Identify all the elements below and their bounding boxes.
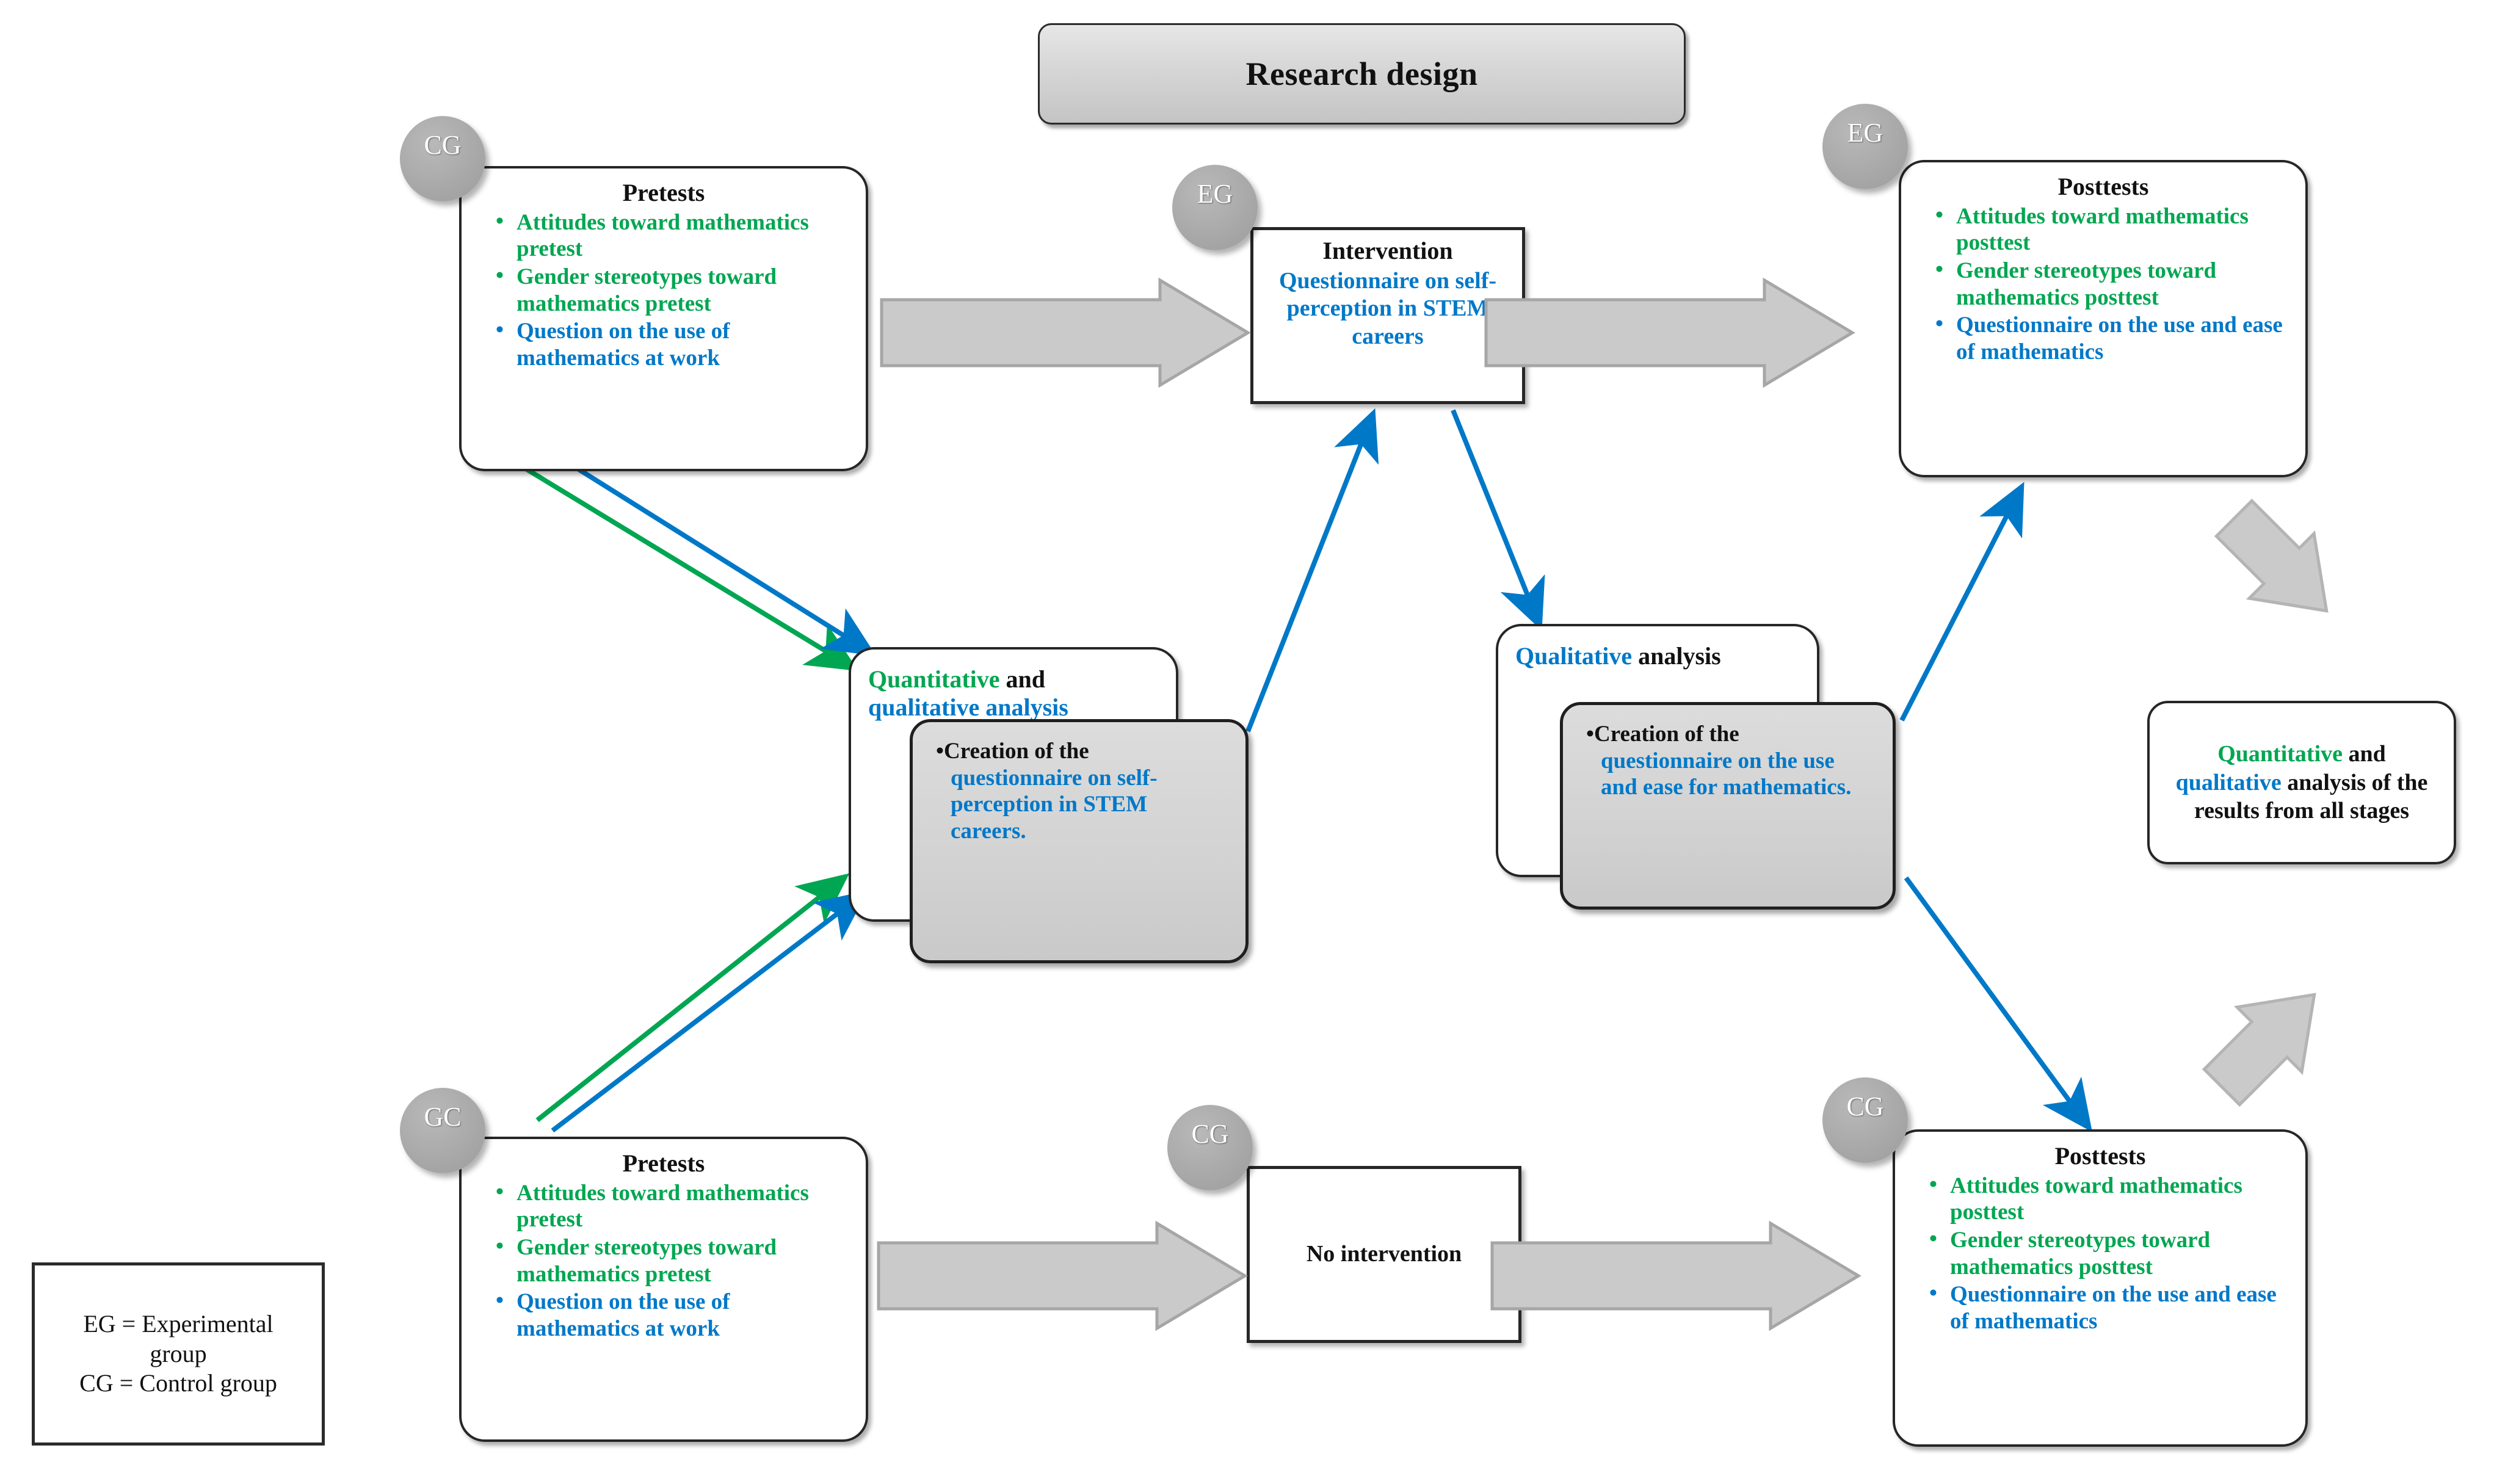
list-item: Question on the use of mathematics at wo… <box>496 317 850 371</box>
stage-box-cg-pretests[interactable]: Pretests Attitudes toward mathematics pr… <box>459 1137 868 1442</box>
cg-posttests-bullet-list: Attitudes toward mathematics posttest Ge… <box>1895 1171 2305 1335</box>
arrow-right-analysis-to-eg-posttests <box>1899 482 2025 722</box>
final-results-box[interactable]: Quantitative and qualitative analysis of… <box>2147 701 2456 864</box>
right-analysis-bullet: •Creation of the questionnaire on the us… <box>1586 722 1852 800</box>
list-item: Attitudes toward mathematics pretest <box>496 1179 850 1233</box>
block-arrow-intervention-to-eg-posttests <box>1484 278 1855 388</box>
block-arrow-eg-posttests-to-results <box>2214 498 2329 613</box>
badge-cg-pretests: GC <box>400 1088 485 1173</box>
badge-eg-posttests: EG <box>1822 104 1908 189</box>
list-item: Gender stereotypes toward mathematics pr… <box>496 1233 850 1287</box>
block-arrow-no-intervention-to-cg-posttests <box>1490 1221 1861 1331</box>
left-analysis-bullet-highlight: questionnaire on self-perception in STEM… <box>951 765 1158 844</box>
arrow-left-analysis-to-intervention <box>1245 408 1379 733</box>
page-title: Research design <box>1245 56 1478 92</box>
right-analysis-title-qualitative: Qualitative <box>1515 642 1633 670</box>
list-item: Gender stereotypes toward mathematics pr… <box>496 262 850 317</box>
badge-intervention: EG <box>1172 165 1258 250</box>
stage-box-no-intervention[interactable]: No intervention <box>1247 1166 1521 1343</box>
cg-pretests-title: Pretests <box>622 1149 705 1177</box>
legend-line-eg-cont: group <box>150 1339 207 1367</box>
cg-posttests-title: Posttests <box>2054 1142 2146 1170</box>
block-arrow-cg-posttests-to-results <box>2202 993 2316 1107</box>
legend-box: EG = Experimental group CG = Control gro… <box>32 1262 325 1446</box>
badge-eg-pretests: CG <box>400 116 485 201</box>
right-analysis-bullet-lead: Creation of the <box>1593 722 1739 747</box>
arrow-right-analysis-to-cg-posttests <box>1904 876 2093 1132</box>
left-analysis-bullet-lead: Creation of the <box>943 739 1089 764</box>
left-analysis-title-and: and <box>999 665 1046 693</box>
arrow-cg-pretest-to-left-analysis-green <box>535 873 850 1123</box>
no-intervention-title: No intervention <box>1306 1241 1462 1267</box>
legend-line-eg: EG = Experimental <box>83 1309 274 1337</box>
final-results-qualitative: qualitative <box>2175 769 2282 795</box>
stage-box-intervention[interactable]: Intervention Questionnaire on self-perce… <box>1250 227 1525 404</box>
right-analysis-title: Qualitative analysis <box>1498 626 1817 670</box>
list-item: Gender stereotypes toward mathematics po… <box>1935 256 2289 311</box>
block-arrow-eg-pretest-to-intervention <box>880 278 1251 388</box>
arrow-eg-pretest-to-left-analysis-blue <box>551 451 877 656</box>
badge-label: CG <box>424 130 462 160</box>
final-results-and: and <box>2343 741 2386 767</box>
legend-line-cg: CG = Control group <box>79 1369 277 1397</box>
gray-subbox-right-analysis-body: •Creation of the questionnaire on the us… <box>1563 705 1893 801</box>
arrow-intervention-to-right-analysis <box>1451 409 1545 631</box>
final-results-tail: analysis of the results from all stages <box>2194 769 2428 824</box>
right-analysis-bullet-highlight: questionnaire on the use and ease for ma… <box>1601 748 1852 800</box>
badge-label: CG <box>1846 1091 1884 1121</box>
gray-subbox-right-analysis[interactable]: •Creation of the questionnaire on the us… <box>1560 702 1896 910</box>
final-results-quantitative: Quantitative <box>2217 741 2343 767</box>
left-analysis-title-quantitative: Quantitative <box>868 665 1000 693</box>
list-item: Attitudes toward mathematics pretest <box>496 208 850 262</box>
eg-pretests-title: Pretests <box>622 179 705 206</box>
diagram-title-banner: Research design <box>1038 23 1686 125</box>
final-results-text: Quantitative and qualitative analysis of… <box>2164 740 2439 825</box>
eg-posttests-title: Posttests <box>2057 173 2149 200</box>
intervention-body: Questionnaire on self-perception in STEM… <box>1278 267 1497 349</box>
badge-label: EG <box>1847 118 1883 148</box>
stage-box-eg-pretests[interactable]: Pretests Attitudes toward mathematics pr… <box>459 166 868 471</box>
badge-cg-posttests: CG <box>1822 1077 1908 1163</box>
cg-pretests-bullet-list: Attitudes toward mathematics pretest Gen… <box>462 1179 866 1342</box>
arrow-eg-pretest-to-left-analysis-green <box>514 460 859 671</box>
stage-box-eg-posttests[interactable]: Posttests Attitudes toward mathematics p… <box>1899 160 2308 477</box>
gray-subbox-left-analysis[interactable]: •Creation of the questionnaire on self-p… <box>910 719 1249 963</box>
badge-label: EG <box>1197 179 1233 209</box>
list-item: Questionnaire on the use and ease of mat… <box>1929 1280 2289 1334</box>
badge-label: CG <box>1191 1119 1229 1149</box>
arrow-cg-pretest-to-left-analysis-blue <box>551 890 868 1133</box>
block-arrow-cg-pretest-to-no-intervention <box>877 1221 1248 1331</box>
badge-no-intervention: CG <box>1167 1105 1253 1190</box>
eg-posttests-bullet-list: Attitudes toward mathematics posttest Ge… <box>1901 202 2305 366</box>
list-item: Gender stereotypes toward mathematics po… <box>1929 1226 2289 1280</box>
intervention-title: Intervention <box>1322 237 1453 264</box>
gray-subbox-left-analysis-body: •Creation of the questionnaire on self-p… <box>913 722 1245 845</box>
left-analysis-title-qualitative: qualitative analysis <box>868 693 1068 722</box>
list-item: Attitudes toward mathematics posttest <box>1929 1171 2289 1226</box>
badge-label: GC <box>424 1102 462 1132</box>
stage-box-cg-posttests[interactable]: Posttests Attitudes toward mathematics p… <box>1893 1129 2308 1447</box>
right-analysis-title-analysis: analysis <box>1632 642 1721 670</box>
left-analysis-title: Quantitative and qualitative analysis <box>851 650 1176 722</box>
list-item: Questionnaire on the use and ease of mat… <box>1935 311 2289 365</box>
left-analysis-bullet: •Creation of the questionnaire on self-p… <box>936 739 1158 844</box>
eg-pretests-bullet-list: Attitudes toward mathematics pretest Gen… <box>462 208 866 372</box>
list-item: Question on the use of mathematics at wo… <box>496 1287 850 1342</box>
list-item: Attitudes toward mathematics posttest <box>1935 202 2289 256</box>
